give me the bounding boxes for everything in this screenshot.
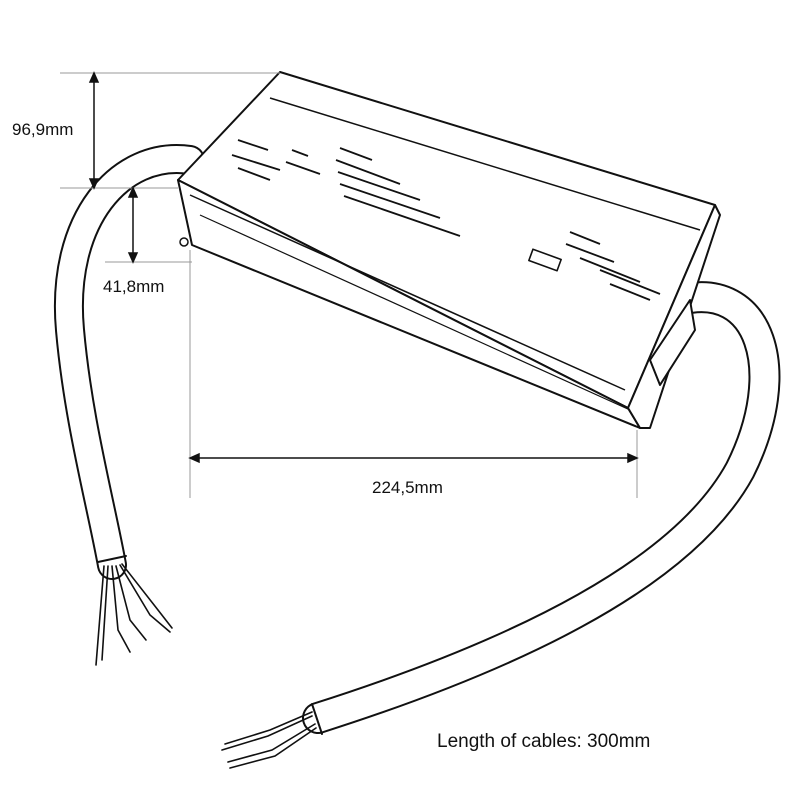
right-cable-wires — [221, 711, 317, 769]
dimension-lines — [60, 72, 638, 498]
width-dimension-label: 224,5mm — [372, 478, 443, 497]
left-cable — [53, 144, 205, 666]
vent-slots — [231, 139, 661, 301]
cable-length-note: Length of cables: 300mm — [437, 731, 651, 752]
left-cable-wires — [95, 563, 173, 666]
box-end-panel — [627, 204, 721, 429]
mounting-flange — [649, 299, 696, 386]
power-supply-box — [177, 71, 721, 429]
height-dimension-label: 96,9mm — [12, 120, 74, 139]
right-cable — [221, 281, 781, 769]
dimension-arrows — [88, 71, 639, 464]
depth-dimension-label: 41,8mm — [103, 277, 165, 296]
